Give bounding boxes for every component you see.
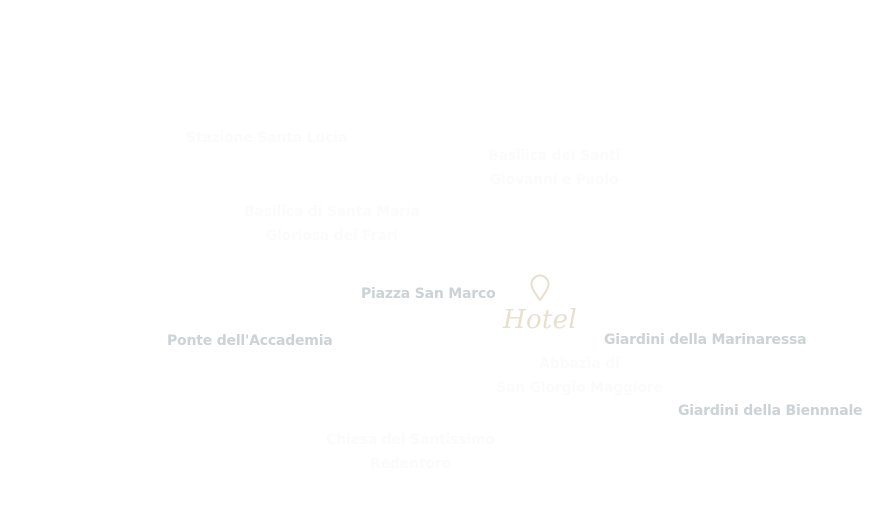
- landmark-abbazia-san-giorgio[interactable]: Abbazia di San Giorgio Maggiore: [496, 352, 663, 400]
- landmark-line: Basilica dei Santi: [488, 148, 621, 164]
- landmark-chiesa-redentore[interactable]: Chiesa del Santissimo Redentore: [326, 428, 495, 476]
- landmark-giardini-biennale[interactable]: Giardini della Biennnale: [678, 403, 863, 419]
- hotel-marker[interactable]: Hotel: [500, 274, 580, 334]
- landmark-line: Chiesa del Santissimo: [326, 432, 495, 448]
- landmark-line: Basilica di Santa Maria: [244, 204, 420, 220]
- hotel-label: Hotel: [503, 305, 577, 335]
- landmark-ponte-accademia[interactable]: Ponte dell'Accademia: [167, 333, 333, 349]
- landmark-giardini-marinaressa[interactable]: Giardini della Marinaressa: [604, 332, 807, 348]
- landmark-stazione-santa-lucia[interactable]: Stazione Santa Lucia: [186, 130, 348, 146]
- landmark-line: Gloriosa dei Frari: [265, 228, 398, 244]
- landmark-line: San Giorgio Maggiore: [496, 380, 663, 396]
- landmark-line: Redentore: [370, 456, 451, 472]
- landmark-basilica-frari[interactable]: Basilica di Santa Maria Gloriosa dei Fra…: [244, 200, 420, 248]
- landmark-piazza-san-marco[interactable]: Piazza San Marco: [361, 286, 496, 302]
- map-pin-icon: [530, 274, 550, 301]
- landmark-line: Abbazia di: [539, 356, 620, 372]
- landmark-line: Giovanni e Paolo: [489, 172, 619, 188]
- landmark-basilica-santi-giovanni-paolo[interactable]: Basilica dei Santi Giovanni e Paolo: [488, 144, 620, 192]
